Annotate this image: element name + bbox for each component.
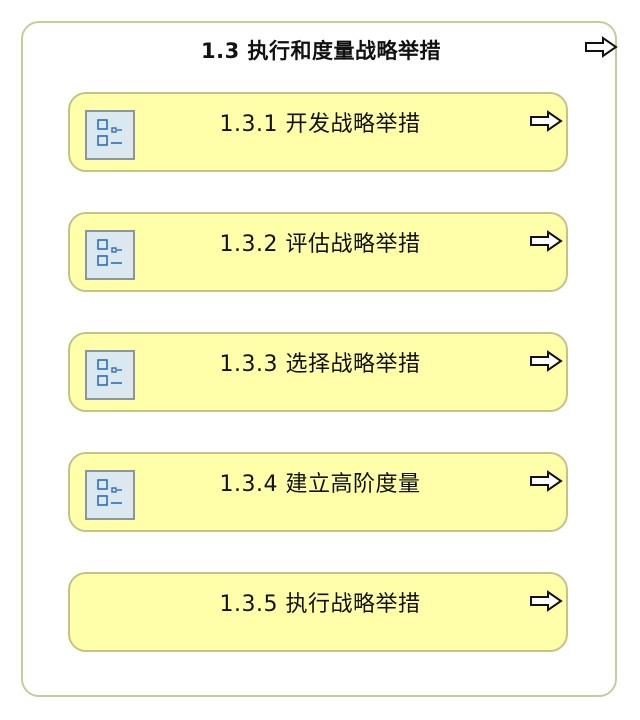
subprocess-list-icon bbox=[85, 470, 135, 520]
process-box-3[interactable]: 1.3.3 选择战略举措 bbox=[68, 332, 568, 412]
process-box-2[interactable]: 1.3.2 评估战略举措 bbox=[68, 212, 568, 292]
right-arrow-outline-icon[interactable] bbox=[529, 350, 563, 372]
right-arrow-outline-icon[interactable] bbox=[529, 590, 563, 612]
right-arrow-outline-icon[interactable] bbox=[529, 230, 563, 252]
right-arrow-outline-icon[interactable] bbox=[529, 470, 563, 492]
right-arrow-outline-icon[interactable] bbox=[529, 110, 563, 132]
process-box-label: 1.3.5 执行战略举措 bbox=[219, 592, 421, 617]
process-box-label: 1.3.4 建立高阶度量 bbox=[219, 472, 421, 497]
subprocess-list-icon bbox=[85, 350, 135, 400]
subprocess-list-icon bbox=[85, 110, 135, 160]
process-box-1[interactable]: 1.3.1 开发战略举措 bbox=[68, 92, 568, 172]
process-box-5[interactable]: 1.3.5 执行战略举措 bbox=[68, 572, 568, 652]
process-box-4[interactable]: 1.3.4 建立高阶度量 bbox=[68, 452, 568, 532]
subprocess-list-icon bbox=[85, 230, 135, 280]
process-box-label: 1.3.3 选择战略举措 bbox=[219, 352, 421, 377]
right-arrow-outline-icon[interactable] bbox=[584, 36, 618, 58]
process-box-label: 1.3.2 评估战略举措 bbox=[219, 232, 421, 257]
process-box-label: 1.3.1 开发战略举措 bbox=[219, 112, 421, 137]
group-title: 1.3 执行和度量战略举措 bbox=[200, 39, 441, 63]
